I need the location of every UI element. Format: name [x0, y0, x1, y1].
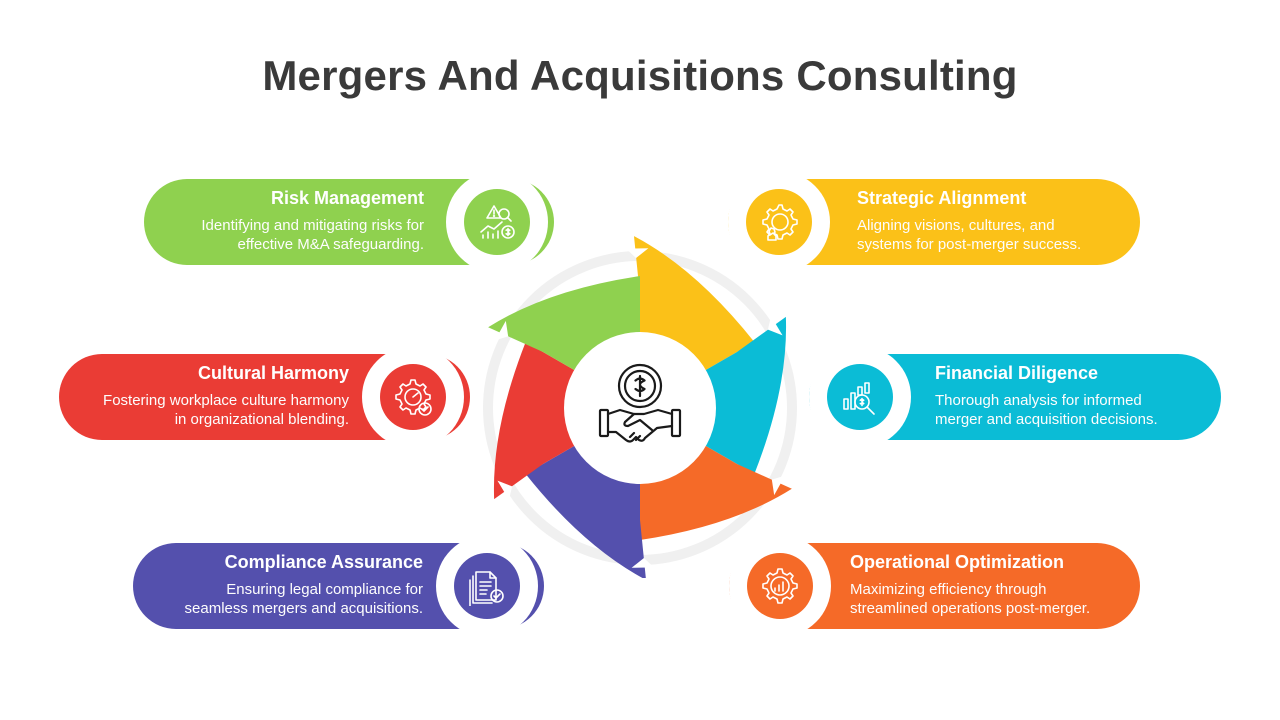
card-heading: Cultural Harmony: [197, 363, 349, 383]
card-heading: Operational Optimization: [850, 552, 1065, 572]
card-risk-management: Risk Management Identifying and mitigati…: [144, 171, 554, 273]
central-hub-diagram: [483, 236, 797, 578]
card-heading: Strategic Alignment: [857, 188, 1027, 208]
card-cultural-harmony: Cultural Harmony Fostering workplace cul…: [59, 346, 470, 448]
culture-gear-icon: [380, 364, 446, 430]
petal-cyan-notch: [767, 316, 783, 336]
card-heading: Financial Diligence: [935, 363, 1099, 383]
strategy-gear-icon: [746, 189, 812, 255]
petal-orange-notch: [771, 475, 786, 496]
risk-chart-icon: [464, 189, 530, 255]
card-heading: Risk Management: [270, 188, 424, 208]
page-title: Mergers And Acquisitions Consulting: [262, 52, 1018, 99]
handshake-dollar-icon: [598, 363, 682, 443]
compliance-document-icon: [454, 553, 520, 619]
card-compliance-assurance: Compliance Assurance Ensuring legal comp…: [133, 535, 544, 637]
card-financial-diligence: Financial Diligence Thorough analysis fo…: [809, 346, 1221, 448]
petal-green-notch: [494, 320, 509, 341]
card-heading: Compliance Assurance: [224, 552, 423, 572]
card-operational-optimization: Operational Optimization Maximizing effi…: [729, 535, 1140, 637]
petal-purple-notch: [631, 557, 654, 568]
card-strategic-alignment: Strategic Alignment Aligning visions, cu…: [728, 171, 1140, 273]
financial-analysis-icon: [827, 364, 893, 430]
operations-gear-icon: [747, 553, 813, 619]
petal-red-notch: [497, 480, 513, 500]
petal-yellow-notch: [626, 248, 649, 259]
